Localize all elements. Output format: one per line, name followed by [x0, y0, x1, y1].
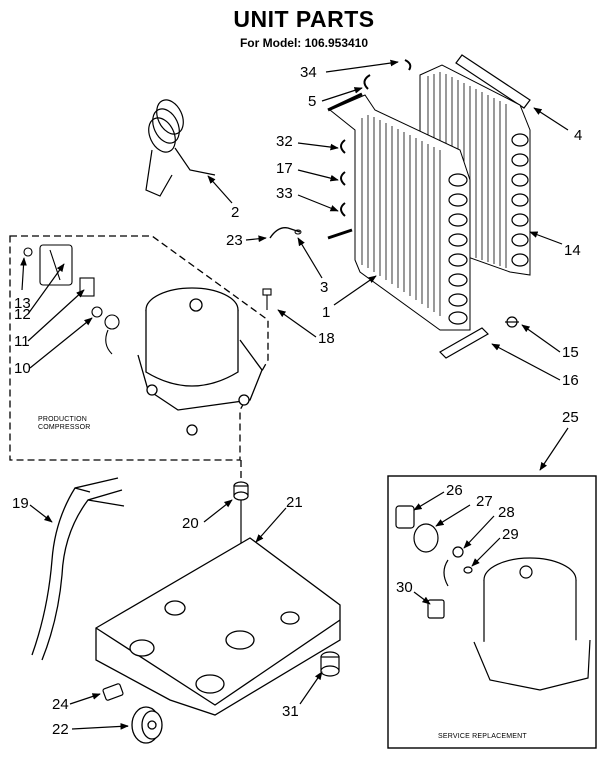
callout-21: 21 [286, 494, 303, 511]
callout-2: 2 [231, 204, 240, 221]
grommet-part-20 [233, 481, 249, 501]
callout-26: 26 [446, 482, 463, 499]
callout-32: 32 [276, 133, 293, 150]
callout-12: 12 [14, 306, 31, 323]
strip-part-4 [455, 54, 531, 109]
callout-17: 17 [276, 160, 293, 177]
callout-30: 30 [396, 579, 413, 596]
callout-24: 24 [52, 696, 69, 713]
callout-5: 5 [308, 93, 317, 110]
drier-tube-part [145, 99, 216, 197]
callout-15: 15 [562, 344, 579, 361]
callout-1: 1 [322, 304, 331, 321]
wheel-part-22 [131, 706, 163, 744]
pad-part-24 [102, 683, 124, 701]
callout-10: 10 [14, 360, 31, 377]
callout-19: 19 [12, 495, 29, 512]
service-replacement-label: SERVICE REPLACEMENT [438, 733, 527, 740]
production-label-line2: COMPRESSOR [38, 424, 91, 432]
base-pan [95, 537, 341, 716]
callout-33: 33 [276, 185, 293, 202]
service-parts [395, 505, 591, 691]
callout-27: 27 [476, 493, 493, 510]
callout-22: 22 [52, 721, 69, 738]
screw-part-15 [505, 316, 519, 328]
callout-23: 23 [226, 232, 243, 249]
callout-4: 4 [574, 127, 583, 144]
wire-harness-part-19 [31, 477, 125, 661]
callout-31: 31 [282, 703, 299, 720]
service-replacement-box [387, 475, 597, 749]
strip-part-16 [439, 327, 489, 359]
callout-18: 18 [318, 330, 335, 347]
callout-25: 25 [562, 409, 579, 426]
model-number: For Model: 106.953410 [239, 36, 369, 50]
callout-29: 29 [502, 526, 519, 543]
sensor-part-23 [269, 227, 301, 239]
clips [340, 59, 412, 217]
leader-lines [20, 59, 569, 730]
callout-3: 3 [320, 279, 329, 296]
production-compressor-label: PRODUCTION COMPRESSOR [38, 416, 91, 432]
callout-28: 28 [498, 504, 515, 521]
foot-part-31 [320, 651, 340, 677]
screw-part-18 [262, 288, 272, 310]
diagram-title: UNIT PARTS [233, 6, 375, 32]
callout-13: 13 [14, 295, 31, 312]
callout-11: 11 [14, 333, 30, 350]
production-label-line1: PRODUCTION [38, 416, 88, 423]
condenser-front [327, 92, 471, 331]
callout-14: 14 [564, 242, 581, 259]
callout-16: 16 [562, 372, 579, 389]
callout-20: 20 [182, 515, 199, 532]
production-compressor [137, 287, 263, 436]
callout-34: 34 [300, 64, 317, 81]
